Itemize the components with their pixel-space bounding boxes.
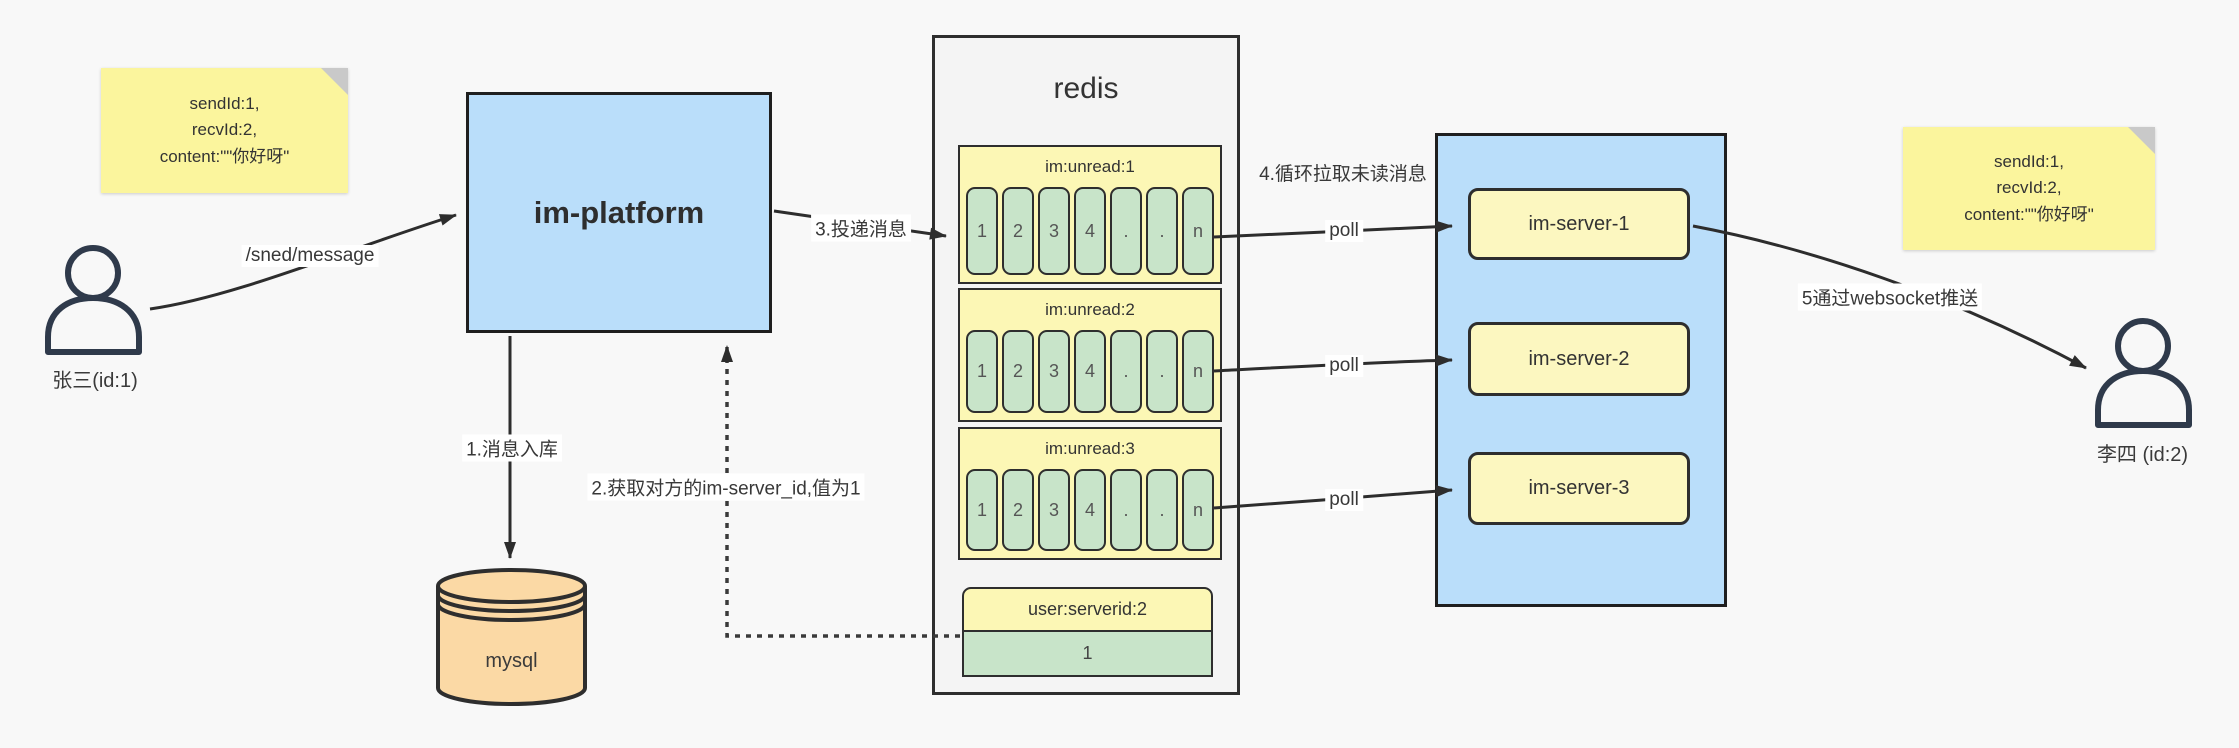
edge-label-step5: 5通过websocket推送 xyxy=(1797,283,1983,311)
queue-cell: . xyxy=(1110,469,1142,551)
person-receiver-icon xyxy=(2095,318,2192,428)
kv-user-serverid-key: user:serverid:2 xyxy=(962,587,1213,632)
edge-label-poll-2: poll xyxy=(1325,355,1363,377)
edge-label-step4: 4.循环拉取未读消息 xyxy=(1259,164,1427,185)
queue-cells: 1 2 3 4 . . n xyxy=(960,469,1220,558)
queue-cell: . xyxy=(1110,187,1142,275)
note-line: sendId:1, xyxy=(189,93,260,113)
queue-im-unread-1: im:unread:1 1 2 3 4 . . n xyxy=(958,145,1222,284)
queue-im-unread-2: im:unread:2 1 2 3 4 . . n xyxy=(958,288,1222,422)
queue-cell: . xyxy=(1146,469,1178,551)
queue-cell: n xyxy=(1182,330,1214,413)
mysql-label: mysql xyxy=(485,650,538,672)
queue-cell: 4 xyxy=(1074,469,1106,551)
note-line: sendId:1, xyxy=(1994,151,2064,171)
queue-cell: n xyxy=(1182,187,1214,275)
note-fold-corner-icon xyxy=(2128,127,2155,154)
mysql-cylinder-icon xyxy=(436,567,587,707)
note-line: recvId:2, xyxy=(191,120,258,140)
queue-cell: 4 xyxy=(1074,330,1106,413)
person-sender-label: 张三(id:1) xyxy=(52,370,138,392)
queue-cell: 1 xyxy=(966,330,998,413)
queue-cell: 4 xyxy=(1074,187,1106,275)
edge-label-step1: 1.消息入库 xyxy=(462,434,562,462)
im-server-3-box: im-server-3 xyxy=(1468,452,1690,525)
edge-label-send: /sned/message xyxy=(241,245,379,267)
queue-im-unread-3: im:unread:3 1 2 3 4 . . n xyxy=(958,427,1222,560)
im-server-2-box: im-server-2 xyxy=(1468,322,1690,396)
queue-cell: 3 xyxy=(1038,187,1070,275)
sticky-note-sender: sendId:1, recvId:2, content:""你好呀" xyxy=(101,68,348,193)
queue-cell: n xyxy=(1182,469,1214,551)
note-line: content:""你好呀" xyxy=(159,146,290,166)
queue-title: im:unread:3 xyxy=(1045,439,1135,458)
queue-cell: . xyxy=(1110,330,1142,413)
person-receiver-label: 李四 (id:2) xyxy=(2096,444,2189,466)
queue-cells: 1 2 3 4 . . n xyxy=(960,187,1220,282)
kv-user-serverid-value: 1 xyxy=(962,632,1213,677)
queue-cell: . xyxy=(1146,187,1178,275)
queue-cell: 2 xyxy=(1002,469,1034,551)
note-fold-corner-icon xyxy=(321,68,348,95)
queue-title: im:unread:2 xyxy=(1045,300,1135,319)
queue-title: im:unread:1 xyxy=(1045,157,1135,176)
queue-cell: 2 xyxy=(1002,330,1034,413)
queue-cell: 1 xyxy=(966,187,998,275)
queue-cell: 3 xyxy=(1038,469,1070,551)
queue-cell: . xyxy=(1146,330,1178,413)
queue-cells: 1 2 3 4 . . n xyxy=(960,330,1220,420)
queue-cell: 1 xyxy=(966,469,998,551)
im-platform-label: im-platform xyxy=(533,194,705,230)
edge-label-poll-3: poll xyxy=(1325,489,1363,511)
im-platform-box: im-platform xyxy=(466,92,772,333)
edge-label-step3: 3.投递消息 xyxy=(811,214,911,242)
redis-title: redis xyxy=(1053,72,1119,105)
person-sender-icon xyxy=(45,245,142,355)
sticky-note-receiver: sendId:1, recvId:2, content:""你好呀" xyxy=(1903,127,2155,250)
edge-label-step2: 2.获取对方的im-server_id,值为1 xyxy=(587,473,865,501)
queue-cell: 3 xyxy=(1038,330,1070,413)
queue-cell: 2 xyxy=(1002,187,1034,275)
note-line: recvId:2, xyxy=(1996,178,2062,198)
im-server-1-box: im-server-1 xyxy=(1468,188,1690,260)
edge-label-poll-1: poll xyxy=(1325,220,1363,242)
note-line: content:""你好呀" xyxy=(1964,204,2094,224)
